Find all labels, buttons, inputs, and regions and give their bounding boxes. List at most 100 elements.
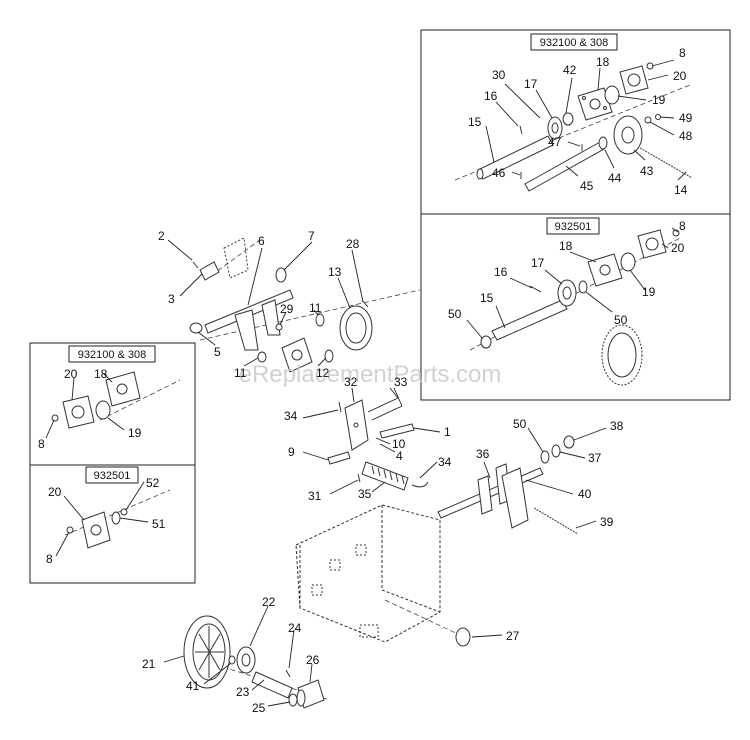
callout-51: 51: [152, 517, 166, 531]
nut-part-8-left-upper: [51, 414, 59, 422]
pulley-part-13: [339, 305, 373, 351]
control-parts: [327, 397, 579, 535]
model-label-left-upper: 932100 & 308: [78, 349, 147, 361]
callout-25: 25: [252, 701, 266, 715]
nut-part-8-left-lower: [66, 526, 74, 534]
callout-17-middle: 17: [531, 256, 545, 270]
spring-part-34-lower: [411, 481, 429, 488]
washer-part-51: [111, 511, 121, 525]
callout-8-left-lower: 8: [46, 552, 53, 566]
model-label-top-right-lower: 932501: [555, 221, 592, 233]
callout-37: 37: [588, 451, 602, 465]
callout-40: 40: [578, 487, 592, 501]
callout-8-middle: 8: [679, 219, 686, 233]
callout-19-top: 19: [652, 93, 666, 107]
callout-8-top: 8: [679, 46, 686, 60]
gear-wheel: [601, 324, 643, 386]
spring-part-39: [533, 507, 579, 535]
washer-part-7: [275, 267, 287, 283]
callout-28: 28: [346, 237, 360, 251]
pin-part-16-lower: [529, 285, 542, 293]
callout-18-top: 18: [596, 55, 610, 69]
callout-42: 42: [563, 63, 577, 77]
hub-part-22: [236, 646, 256, 674]
callout-50-center: 50: [513, 417, 527, 431]
callout-24: 24: [288, 621, 302, 635]
pins-part-33: [367, 397, 403, 421]
bushing-part-42: [562, 112, 574, 126]
bearing-part-19-left: [95, 400, 111, 420]
callout-16-top: 16: [484, 89, 498, 103]
lever-part-1: [379, 423, 415, 439]
model-box-left-lower: [85, 466, 139, 484]
callout-14: 14: [674, 183, 688, 197]
callout-10: 10: [392, 437, 406, 451]
model-box-left-upper: [68, 345, 156, 363]
key-part-49: [655, 114, 661, 120]
center-upper-parts: [189, 237, 421, 373]
callout-45: 45: [580, 179, 594, 193]
callout-23: 23: [236, 685, 250, 699]
inset-frame-left: [29, 342, 196, 584]
inset-left: 932100 & 308 932501: [29, 342, 196, 584]
callout-31: 31: [308, 489, 322, 503]
sprocket-part-17-lower: [557, 279, 577, 307]
callout-34-upper: 34: [284, 409, 298, 423]
callout-18-middle: 18: [559, 239, 573, 253]
callout-5: 5: [214, 345, 221, 359]
callout-49: 49: [679, 111, 693, 125]
washer-part-41: [228, 655, 236, 665]
callout-8-left-upper: 8: [38, 437, 45, 451]
callout-43: 43: [640, 164, 654, 178]
flange-part-18-lower: [587, 253, 623, 287]
model-box-top-right-lower: [546, 217, 600, 235]
callout-33: 33: [394, 375, 408, 389]
callout-20-left-upper: 20: [64, 367, 78, 381]
callout-46: 46: [492, 166, 506, 180]
flange-part-20-left-lower: [81, 511, 111, 549]
auger-housing: [295, 504, 461, 643]
callouts: 8 20 18 42 30 17 16 19 49 48 15 47 46 45…: [38, 46, 693, 715]
washer-part-50-right: [578, 280, 588, 294]
inset-top-right: 932100 & 308 932501: [420, 29, 731, 401]
watermark-text: eReplacementParts.com: [239, 361, 502, 388]
flange-part-18-left: [105, 371, 141, 407]
callout-1: 1: [444, 425, 451, 439]
washer-part-44: [598, 136, 608, 150]
model-box-top-right-upper: [530, 33, 618, 51]
callout-21: 21: [142, 657, 156, 671]
top-right-parts: [454, 62, 693, 192]
callout-34-lower: 34: [438, 455, 452, 469]
callout-29: 29: [280, 302, 294, 316]
bolt-part-28: [362, 300, 369, 308]
callout-16-middle: 16: [494, 265, 508, 279]
callout-4: 4: [396, 449, 403, 463]
callout-13: 13: [328, 265, 342, 279]
chain-part-14: [639, 147, 693, 179]
leader-lines: [45, 59, 687, 707]
rod-part-36: [437, 463, 544, 519]
bearing-part-19-lower: [620, 252, 636, 272]
callout-50-middle-left: 50: [448, 307, 462, 321]
pin-part-16: [519, 125, 523, 135]
bracket-part-6: [204, 237, 294, 351]
callout-20-left-lower: 20: [48, 485, 62, 499]
callout-11-lower: 11: [234, 366, 247, 380]
inset-frame-top-right: [420, 29, 731, 401]
callout-15-top: 15: [468, 115, 482, 129]
key-part-24: [285, 669, 291, 678]
shaft-part-15: [476, 135, 554, 180]
washer-part-11-right: [315, 313, 325, 327]
middle-right-parts: [469, 229, 681, 386]
callout-9: 9: [288, 445, 295, 459]
callout-35: 35: [358, 487, 372, 501]
callout-26: 26: [306, 653, 320, 667]
washer-part-50-left: [480, 335, 492, 349]
callout-12: 12: [316, 366, 330, 380]
callout-2: 2: [158, 229, 165, 243]
callout-6: 6: [258, 234, 265, 248]
callout-3: 3: [168, 292, 175, 306]
shaft-part-15-lower: [491, 299, 568, 341]
bushing-part-27: [455, 627, 471, 647]
